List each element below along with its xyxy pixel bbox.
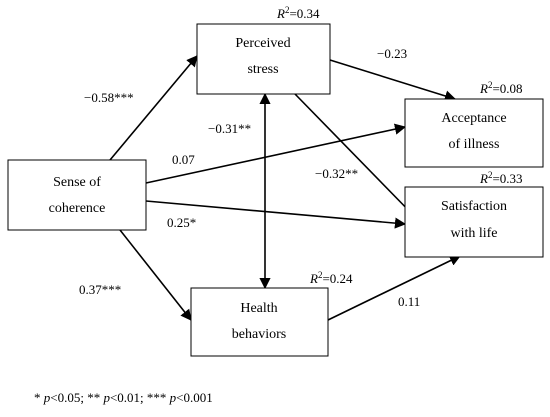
svg-text:Health: Health [240, 301, 277, 316]
r2-health-behaviors: R2=0.24 [309, 270, 353, 286]
node-perceived-stress: Perceived stress [196, 23, 331, 95]
node-health-behaviors: Health behaviors [190, 287, 329, 357]
svg-text:Acceptance: Acceptance [441, 111, 506, 126]
edge-sense-health [119, 229, 192, 321]
coef-sense-acceptance: 0.07 [172, 152, 195, 167]
r2-acceptance-of-illness: R2=0.08 [479, 80, 523, 96]
svg-text:of illness: of illness [449, 137, 500, 152]
svg-text:Sense of: Sense of [53, 175, 101, 190]
svg-text:behaviors: behaviors [232, 327, 286, 342]
edge-health-satisfaction [327, 255, 462, 321]
node-sense-of-coherence: Sense of coherence [7, 159, 147, 231]
svg-text:coherence: coherence [49, 201, 106, 216]
svg-text:Satisfaction: Satisfaction [441, 199, 507, 214]
svg-text:stress: stress [247, 62, 278, 77]
svg-text:Perceived: Perceived [235, 36, 290, 51]
node-satisfaction-with-life: Satisfaction with life [404, 186, 544, 258]
coef-health-satisfaction: 0.11 [398, 294, 420, 309]
edge-sense-acceptance [145, 123, 407, 184]
coef-stress-acceptance: −0.23 [377, 46, 407, 61]
svg-text:with life: with life [450, 226, 497, 241]
edge-sense-satisfaction [145, 200, 407, 229]
coef-sense-satisfaction: 0.25* [167, 215, 196, 230]
r2-perceived-stress: R2=0.34 [276, 5, 320, 21]
edge-sense-stress [109, 55, 198, 161]
r2-satisfaction-with-life: R2=0.33 [479, 170, 523, 186]
coef-stress-satisfaction: −0.32** [315, 166, 358, 181]
significance-footnote: * p<0.05; ** p<0.01; *** p<0.001 [34, 390, 213, 405]
edge-stress-acceptance [329, 59, 457, 102]
edge-stress-satisfaction [294, 93, 419, 221]
coef-stress-health: −0.31** [208, 121, 251, 136]
node-acceptance-of-illness: Acceptance of illness [404, 98, 544, 168]
coef-sense-health: 0.37*** [79, 282, 121, 297]
coef-sense-stress: −0.58*** [84, 90, 134, 105]
